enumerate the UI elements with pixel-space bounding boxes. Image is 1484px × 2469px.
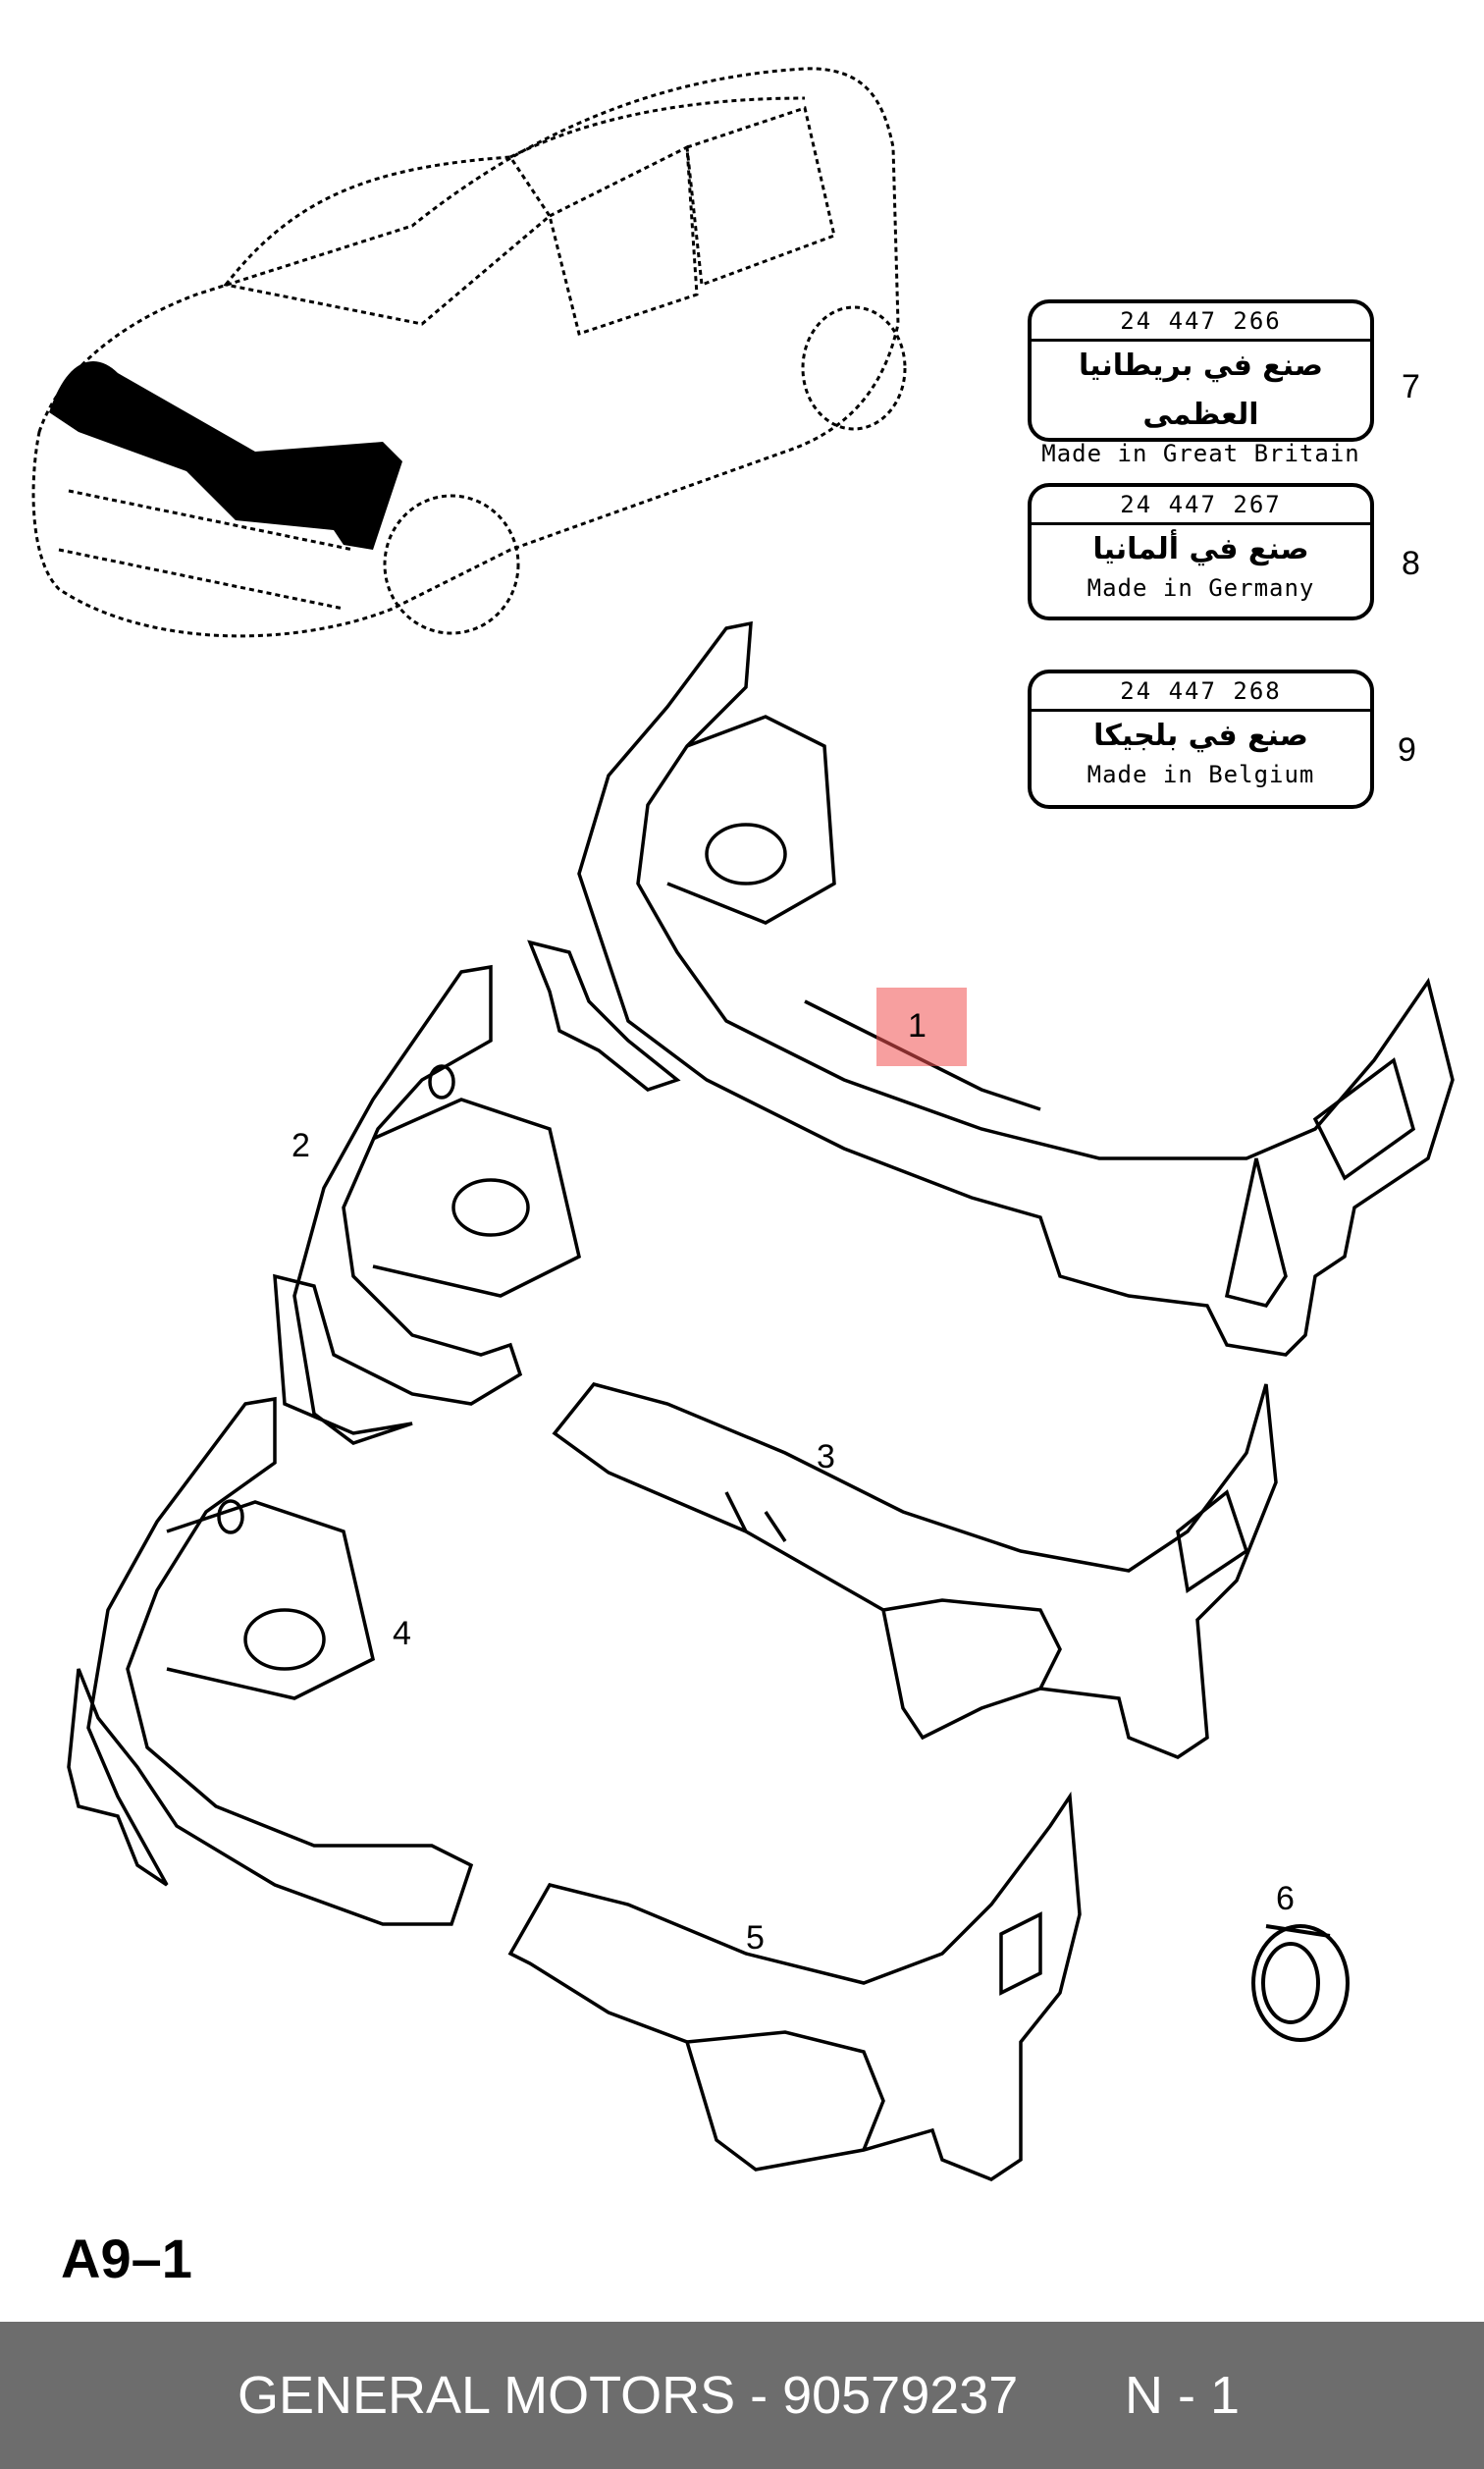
- label-english-text: Made in Germany: [1086, 574, 1315, 602]
- footer-quantity: N - 1: [1125, 2366, 1241, 2425]
- label-part-number: 24 447 266: [1032, 303, 1370, 342]
- callout-3: 3: [817, 1438, 835, 1476]
- label-part-number: 24 447 267: [1032, 487, 1370, 525]
- parts-diagram: [31, 67, 1455, 2181]
- label-part-number: 24 447 268: [1032, 673, 1370, 712]
- footer-bar: GENERAL MOTORS - 90579237 N - 1: [0, 2322, 1484, 2469]
- part-5-crossmember: [507, 1791, 1082, 2181]
- label-english-text: Made in Belgium: [1086, 761, 1315, 788]
- callout-4: 4: [393, 1615, 411, 1652]
- vehicle-illustration: [31, 67, 907, 638]
- label-arabic-text: صنع في بريطانيا العظمى: [1078, 349, 1324, 432]
- figure-code: A9–1: [61, 2227, 192, 2289]
- part-1-highlight: [876, 988, 967, 1066]
- part-6-grommet: [1251, 1924, 1350, 2042]
- part-1-front-structure: [527, 620, 1455, 1357]
- part-4-inner-panel: [67, 1396, 474, 1926]
- callout-2: 2: [292, 1127, 310, 1164]
- highlighted-front-structure: [49, 361, 402, 550]
- callout-9: 9: [1398, 731, 1416, 769]
- callout-6: 6: [1276, 1880, 1295, 1917]
- label-english-text: Made in Great Britain: [1041, 440, 1360, 467]
- callout-7: 7: [1402, 368, 1420, 405]
- label-made-in-great-britain: 24 447 266 صنع في بريطانيا العظمى Made i…: [1028, 299, 1374, 467]
- callout-5: 5: [746, 1919, 765, 1957]
- label-arabic-text: صنع في ألمانيا: [1092, 532, 1309, 566]
- footer-part-reference: GENERAL MOTORS - 90579237: [238, 2366, 1019, 2425]
- part-3-crossmember: [552, 1382, 1278, 1759]
- callout-1: 1: [908, 1007, 927, 1045]
- part-2-inner-panel: [273, 964, 582, 1445]
- callout-8: 8: [1402, 545, 1420, 582]
- label-arabic-text: صنع في بلجيكا: [1093, 719, 1308, 753]
- label-made-in-germany: 24 447 267 صنع في ألمانيا Made in German…: [1028, 483, 1374, 620]
- label-made-in-belgium: 24 447 268 صنع في بلجيكا Made in Belgium: [1028, 670, 1374, 809]
